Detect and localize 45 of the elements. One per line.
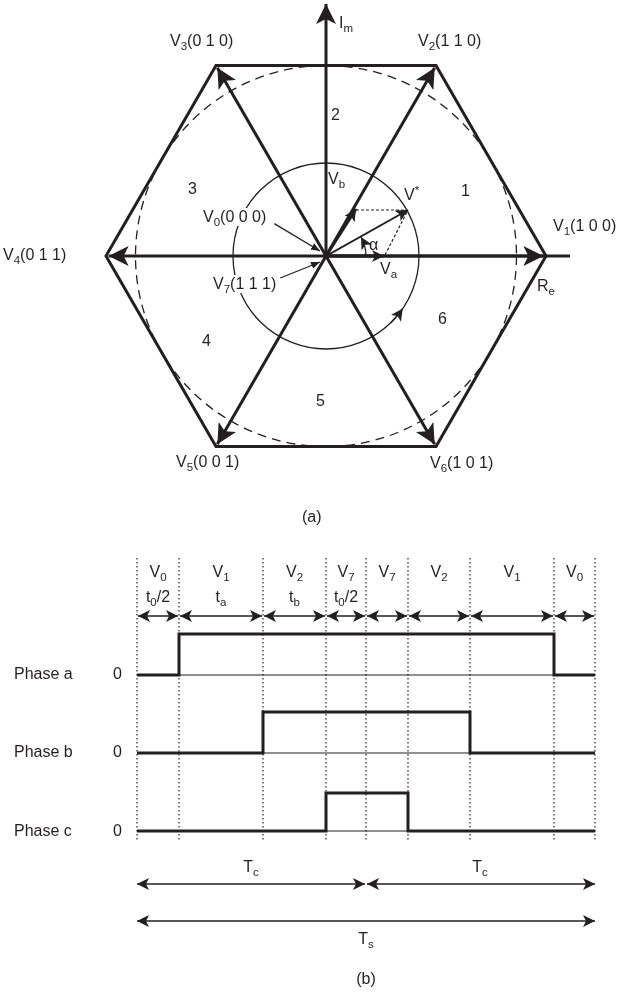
diagram-label: 2 <box>331 106 340 124</box>
diagram-label: 5 <box>316 392 325 410</box>
diagram-label: Phase c <box>14 822 72 840</box>
diagram-label: V$_{0}$ <box>149 563 167 581</box>
diagram-label: 1 <box>461 182 470 200</box>
diagram-label: V$_{6}$(1 0 1) <box>430 454 494 472</box>
diagram-label: V$^{*}$ <box>404 186 420 204</box>
diagram-label: T$_{c}$ <box>243 858 259 876</box>
diagram-label: T$_{c}$ <box>472 858 488 876</box>
diagram-label: V$_{4}$(0 1 1) <box>3 246 67 264</box>
diagram-label: (a) <box>302 508 322 526</box>
diagram-label: V$_{b}$ <box>328 170 346 188</box>
diagram-label: V$_{1}$(1 0 0) <box>553 217 617 235</box>
diagram-label: (b) <box>356 970 376 988</box>
diagram-label: V$_{1}$ <box>212 563 230 581</box>
diagram-label: V$_{a}$ <box>380 260 398 278</box>
leader-arrow <box>273 222 321 252</box>
vector-label: V$_{7}$(1 1 1) <box>213 275 277 293</box>
diagram-label: V$_{7}$ <box>337 563 355 581</box>
diagram-label: 3 <box>188 180 197 198</box>
diagram-label: t$_{a}$ <box>215 588 227 606</box>
diagram-label: V$_{1}$ <box>503 563 521 581</box>
diagram-label: V$_{3}$(0 1 0) <box>170 32 234 50</box>
diagram-label: V$_{2}$ <box>430 563 448 581</box>
vector-label: V$_{0}$(0 0 0) <box>203 208 267 226</box>
diagram-label: Phase b <box>14 743 73 761</box>
diagram-label: 0 <box>113 743 122 761</box>
diagram-label: V$_{2}$(1 1 0) <box>418 32 482 50</box>
diagram-label: Phase a <box>14 665 73 683</box>
diagram-label: V$_{5}$(0 0 1) <box>176 453 240 471</box>
diagram-label: V$_{0}$ <box>565 563 584 581</box>
diagram-label: I$_{m}$ <box>339 14 354 32</box>
diagram-label: t$_{0}$/2 <box>145 588 171 606</box>
diagram-label: 0 <box>113 665 122 683</box>
leader-arrow <box>279 261 321 279</box>
diagram-label: 4 <box>202 332 211 350</box>
diagram-label: t$_{0}$/2 <box>333 588 359 606</box>
diagram-label: V$_{7}$ <box>378 563 396 581</box>
diagram-label: T$_{s}$ <box>358 930 374 948</box>
diagram-label: V$_{2}$ <box>285 563 304 581</box>
diagram-label: α <box>369 236 379 254</box>
diagram-label: t$_{b}$ <box>289 588 300 606</box>
diagram-label: 6 <box>438 310 447 328</box>
diagram-label: R$_{e}$ <box>537 277 555 295</box>
diagram-label: 0 <box>113 822 122 840</box>
